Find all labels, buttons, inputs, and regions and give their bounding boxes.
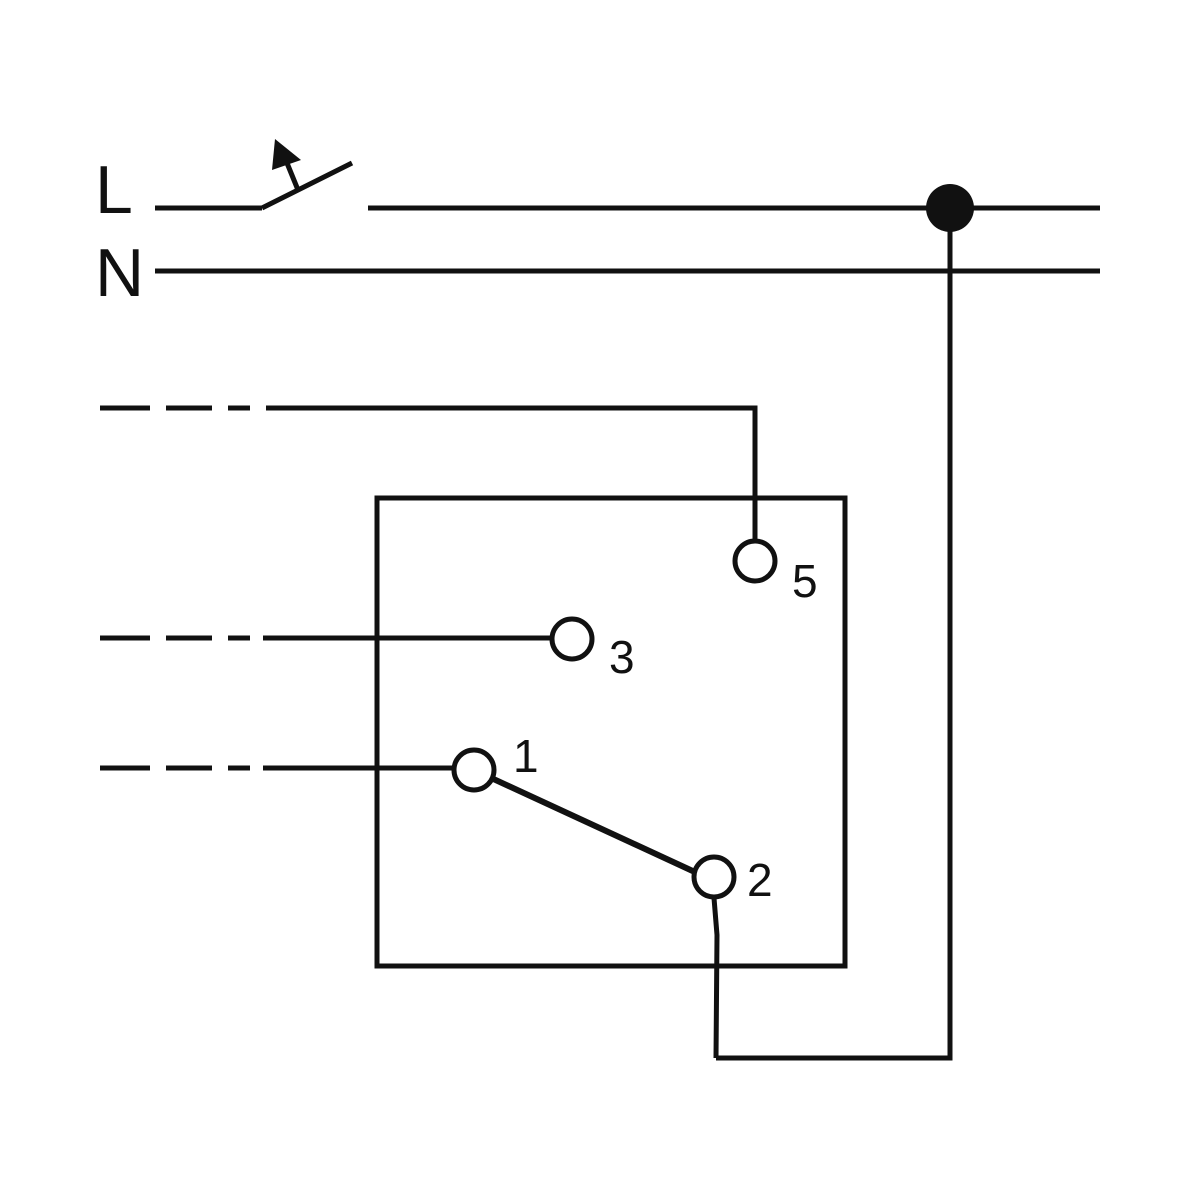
terminal-2-label: 2 [747,854,773,906]
terminal-2 [691,854,737,900]
wires [100,160,1100,1061]
main-switch-actuator-stem [284,162,301,191]
internal-switch-contact [472,767,699,876]
terminal-3-label: 3 [609,631,635,683]
junction-dot [926,184,974,232]
drop-wire-from-junction [716,208,953,1061]
wire-to-terminal-5 [266,405,758,540]
main-switch-arrow-head [272,139,301,170]
line-n-label: N [95,235,144,311]
main-switch-blade [260,160,354,211]
terminal-1 [451,747,497,793]
terminal-1-label: 1 [513,730,539,782]
terminal-5 [732,538,778,584]
terminal-3 [549,616,595,662]
terminal-2-return-wire [711,897,720,1059]
device-housing [374,495,848,969]
line-l-label: L [95,152,133,228]
terminal-5-label: 5 [792,555,818,607]
